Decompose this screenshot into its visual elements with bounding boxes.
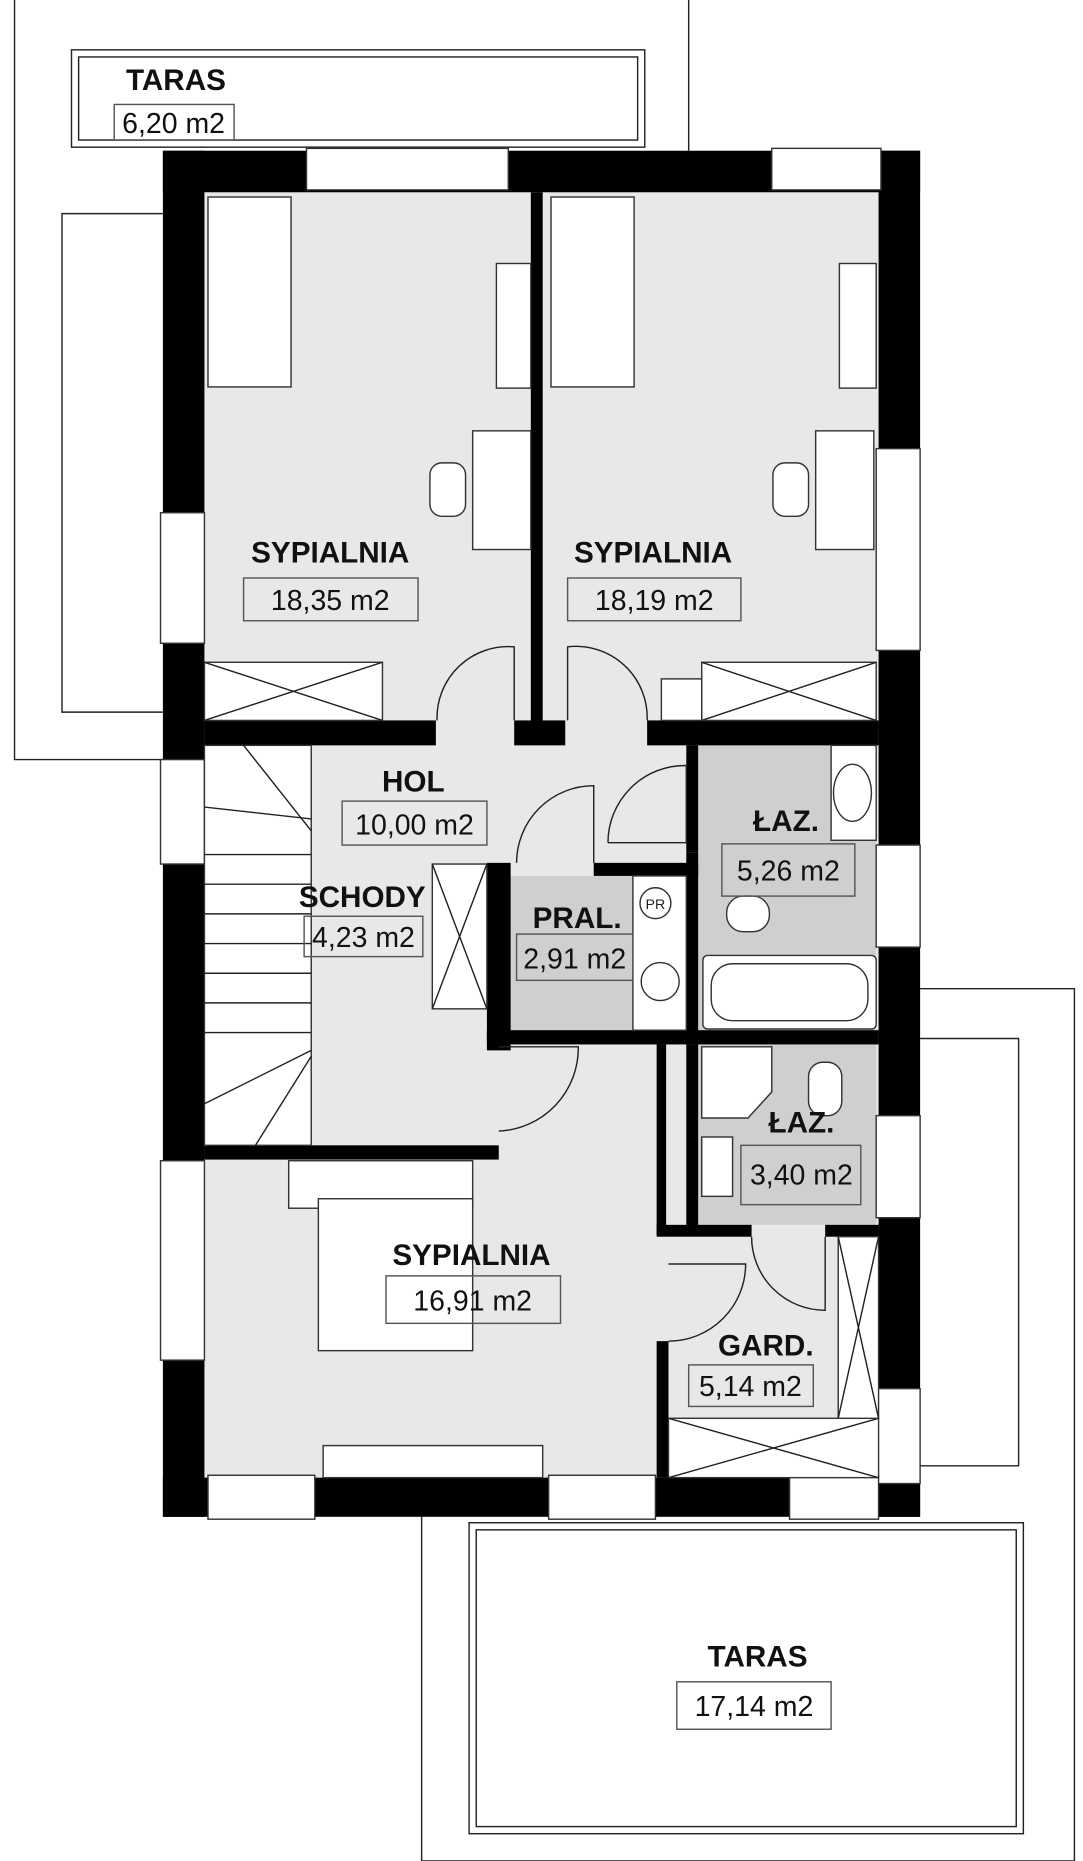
room-name: SYPIALNIA xyxy=(574,537,732,570)
washer-symbol: PR xyxy=(639,887,672,920)
room-area: 2,91 m2 xyxy=(523,943,626,975)
room-area: 17,14 m2 xyxy=(695,1691,814,1723)
room-label-taras-top: TARAS 6,20 m2 xyxy=(113,64,235,141)
washer-label: PR xyxy=(646,897,666,913)
room-name: TARAS xyxy=(708,1640,808,1673)
room-label-taras-bottom: TARAS 17,14 m2 xyxy=(676,1640,832,1730)
windows xyxy=(159,147,921,1520)
furniture xyxy=(203,196,880,1479)
room-name: GARD. xyxy=(718,1329,814,1362)
room-name: ŁAZ. xyxy=(753,805,819,838)
room-label-sypialnia-1: SYPIALNIA 18,35 m2 xyxy=(242,537,419,622)
room-label-sypialnia-2: SYPIALNIA 18,19 m2 xyxy=(566,537,742,622)
room-name: PRAL. xyxy=(533,902,622,935)
room-label-laz-1: ŁAZ. 5,26 m2 xyxy=(721,805,856,897)
room-name: SCHODY xyxy=(299,881,426,914)
room-area: 3,40 m2 xyxy=(750,1159,853,1191)
room-area: 6,20 m2 xyxy=(122,108,225,140)
room-label-pral: PRAL. 2,91 m2 xyxy=(515,902,634,982)
room-name: SYPIALNIA xyxy=(251,537,409,570)
room-label-gard: GARD. 5,14 m2 xyxy=(687,1329,815,1408)
room-area: 5,14 m2 xyxy=(699,1371,802,1403)
room-area: 5,26 m2 xyxy=(737,856,840,888)
room-label-schody: SCHODY 4,23 m2 xyxy=(299,881,426,958)
room-area: 18,35 m2 xyxy=(271,585,390,617)
room-area: 16,91 m2 xyxy=(413,1285,532,1317)
room-name: TARAS xyxy=(126,64,226,97)
staircase xyxy=(203,744,312,1147)
room-area: 10,00 m2 xyxy=(355,809,474,841)
room-name: SYPIALNIA xyxy=(392,1239,550,1272)
room-area: 4,23 m2 xyxy=(312,922,415,954)
room-name: HOL xyxy=(382,766,445,799)
room-label-laz-2: ŁAZ. 3,40 m2 xyxy=(740,1106,862,1206)
room-name: ŁAZ. xyxy=(768,1106,834,1139)
room-label-hol: HOL 10,00 m2 xyxy=(341,766,488,846)
room-area: 18,19 m2 xyxy=(595,585,714,617)
room-label-sypialnia-3: SYPIALNIA 16,91 m2 xyxy=(385,1239,562,1325)
terrace-outlines xyxy=(13,0,1076,1861)
